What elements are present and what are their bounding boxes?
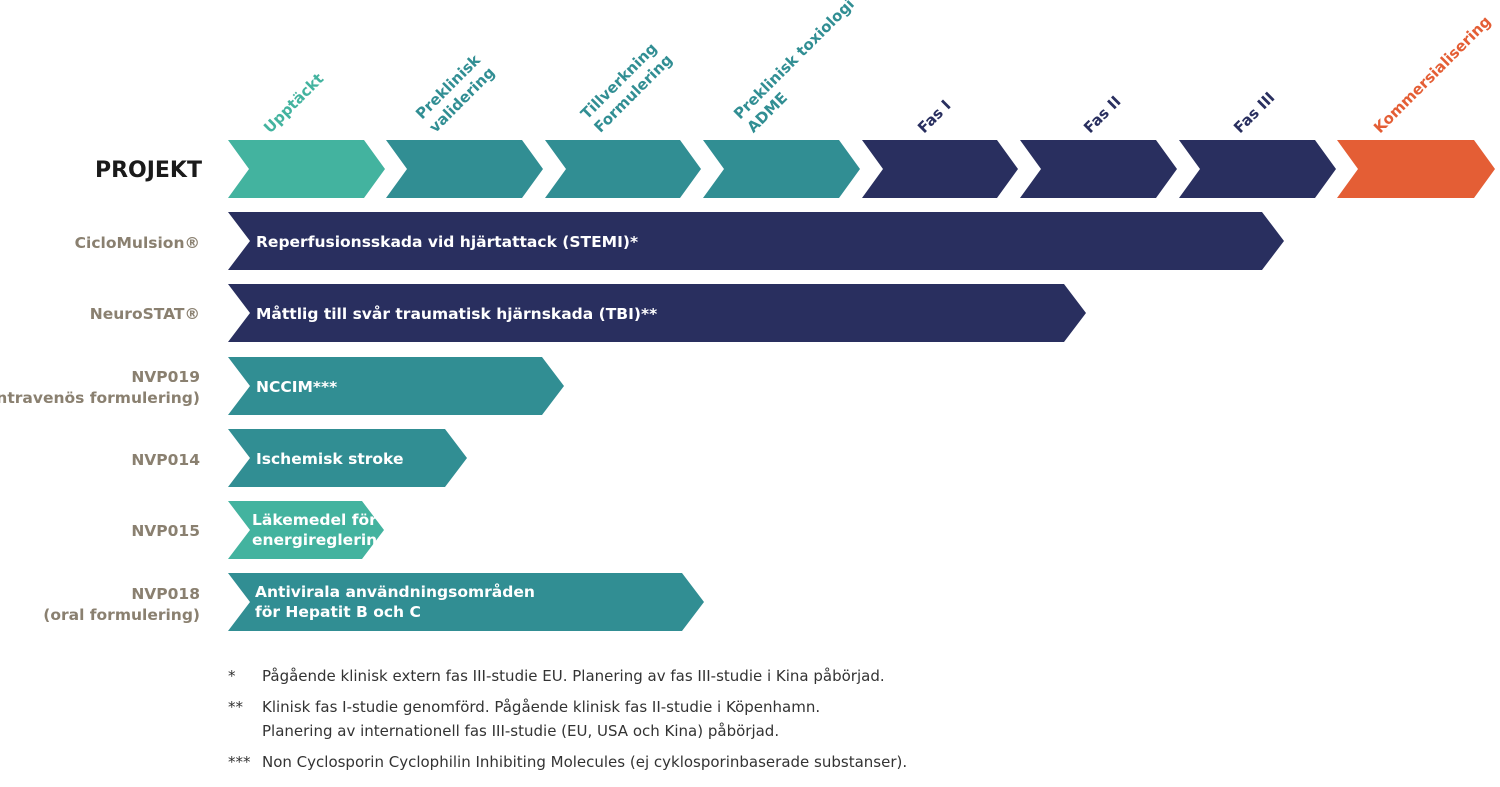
project-name: NeuroSTAT® (90, 305, 200, 323)
footnote-text: Pågående klinisk extern fas III-studie E… (262, 667, 885, 685)
footnote-text: Non Cyclosporin Cyclophilin Inhibiting M… (262, 753, 908, 771)
footnote-text: Klinisk fas I-studie genomförd. Pågående… (262, 698, 821, 716)
stage-label: Fas I (914, 96, 954, 136)
stage-label: Prekliniskvalidering (412, 50, 498, 136)
project-name: CicloMulsion® (75, 234, 200, 252)
project-name: NVP019(intravenös formulering) (0, 368, 200, 407)
project-bar-nvp015 (228, 501, 384, 559)
stage-chevron-fas2 (1020, 140, 1177, 198)
project-name: NVP014 (131, 451, 200, 469)
project-bar-nvp014 (228, 429, 467, 487)
project-name: NVP015 (131, 522, 200, 540)
stage-chevron-fas1 (862, 140, 1018, 198)
project-bar-label: Reperfusionsskada vid hjärtattack (STEMI… (256, 233, 638, 251)
stage-label: Kommersialisering (1370, 12, 1494, 136)
stage-chevron-tillverkning (545, 140, 701, 198)
project-bar-label: Ischemisk stroke (256, 450, 403, 468)
stage-chevron-fas3 (1179, 140, 1336, 198)
project-bar-label: NCCIM*** (256, 378, 337, 396)
stage-label: Fas III (1230, 88, 1278, 136)
stage-chevron-preklinisk-validering (386, 140, 543, 198)
stage-label: Fas II (1080, 92, 1124, 136)
footnote-marker: ** (228, 698, 243, 716)
project-bar-label: Måttlig till svår traumatisk hjärnskada … (256, 304, 657, 323)
project-bar-nvp019 (228, 357, 564, 415)
projekt-title: PROJEKT (95, 158, 202, 183)
stage-chevron-kommersialisering (1337, 140, 1495, 198)
stage-label: Upptäckt (260, 70, 327, 137)
stage-chevron-upptackt (228, 140, 385, 198)
project-bar-nvp018 (228, 573, 704, 631)
stage-label: Preklinisk toxiologiADME (730, 0, 871, 136)
project-name: NVP018(oral formulering) (43, 585, 200, 624)
footnote-marker: *** (228, 753, 251, 771)
stage-chevron-toxiologi (703, 140, 860, 198)
footnote-text: Planering av internationell fas III-stud… (262, 722, 780, 740)
footnote-marker: * (228, 667, 236, 685)
project-bar-neurostat (228, 284, 1086, 342)
stage-label: TillverkningFormulering (577, 37, 676, 136)
project-bar-ciclomulsion (228, 212, 1284, 270)
